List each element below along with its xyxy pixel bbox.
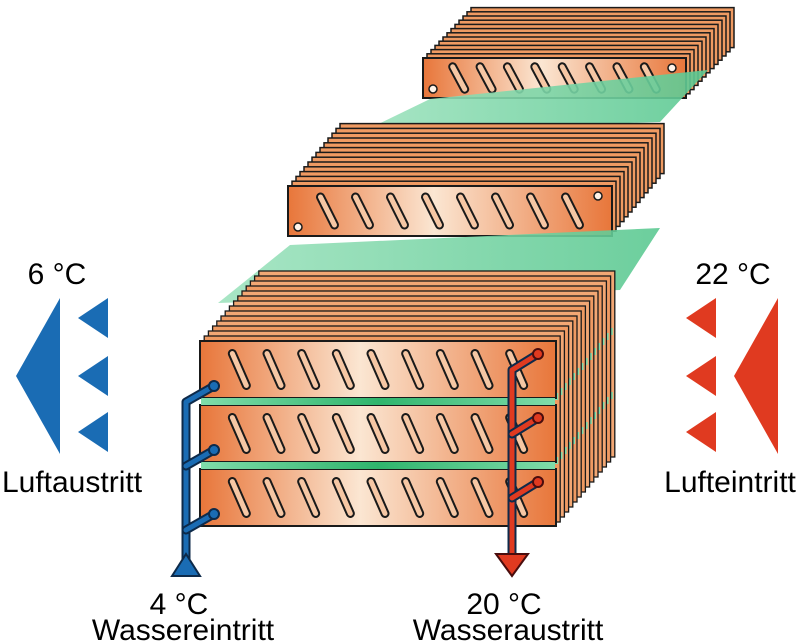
pipe-joint xyxy=(208,444,220,456)
tube-slot-fill xyxy=(318,194,337,228)
mount-hole xyxy=(293,222,303,232)
tube-slot-fill xyxy=(333,351,353,388)
tube-slot-fill xyxy=(368,415,388,452)
air-outlet-arrow-icon xyxy=(78,356,108,396)
tube-slot-fill xyxy=(388,194,407,228)
tube-slot-fill xyxy=(532,64,550,92)
fin-strip xyxy=(201,398,555,405)
tube-slot-fill xyxy=(493,194,512,228)
pipe-joint xyxy=(208,380,220,392)
tube-slot-fill xyxy=(437,479,457,516)
copper-plate xyxy=(199,468,557,527)
air-inlet-arrow-icon xyxy=(686,356,716,396)
fin-sheet xyxy=(362,70,708,132)
cold-water-manifold xyxy=(170,380,220,577)
air-outlet-temperature: 6 °C xyxy=(27,258,87,291)
tube-slot-fill xyxy=(472,351,492,388)
tube-slot-fill xyxy=(264,351,284,388)
air-outlet-arrow-icon xyxy=(78,298,108,338)
mount-hole xyxy=(428,84,438,94)
tube-slot-fill xyxy=(229,351,249,388)
air-outlet-label: Luftaustritt xyxy=(1,466,143,499)
pipe-joint xyxy=(532,476,544,488)
pipe-joint xyxy=(532,348,544,360)
pipe-joint xyxy=(532,412,544,424)
water-inlet-arrow-icon xyxy=(170,552,202,577)
tube-slot-fill xyxy=(353,194,372,228)
air-outlet-arrows xyxy=(16,298,108,454)
air-outlet-arrow-icon xyxy=(78,412,108,452)
tube-slot-fill xyxy=(368,479,388,516)
tube-slot-fill xyxy=(423,194,442,228)
tube-slot-fill xyxy=(368,351,388,388)
air-inlet-arrow-icon xyxy=(686,298,716,338)
middle-plate-stack xyxy=(287,122,665,237)
pipe-joint xyxy=(208,508,220,520)
tube-slot-fill xyxy=(528,194,547,228)
tube-slot-fill xyxy=(472,415,492,452)
air-inlet-label: Lufteintritt xyxy=(664,466,796,499)
tube-slot-fill xyxy=(333,415,353,452)
lower-plate-stack xyxy=(199,270,616,527)
tube-slot-fill xyxy=(333,479,353,516)
tube-slot-fill xyxy=(450,64,468,92)
mount-hole xyxy=(667,63,677,73)
tube-slot-fill xyxy=(477,64,495,92)
tube-slot-fill xyxy=(563,194,582,228)
tube-slot-fill xyxy=(264,415,284,452)
water-outlet-label: Wasseraustritt xyxy=(412,614,604,644)
air-outlet-arrow-icon xyxy=(16,298,60,454)
tube-slot-fill xyxy=(264,479,284,516)
tube-slot-fill xyxy=(403,415,423,452)
copper-plate xyxy=(287,185,613,237)
green-fin-sheet xyxy=(362,70,708,132)
tube-slot-fill xyxy=(458,194,477,228)
tube-slot-fill xyxy=(229,479,249,516)
air-inlet-arrow-icon xyxy=(734,298,778,454)
tube-slot-fill xyxy=(299,351,319,388)
mount-hole xyxy=(593,191,603,201)
warm-water-manifold xyxy=(494,348,544,578)
fin-strip xyxy=(201,462,555,469)
water-outlet-temperature: 20 °C xyxy=(466,588,542,621)
tube-slot-fill xyxy=(437,351,457,388)
water-inlet-label: Wassereintritt xyxy=(91,614,275,644)
water-inlet-temperature: 4 °C xyxy=(149,588,209,621)
pipe xyxy=(183,383,217,563)
air-inlet-temperature: 22 °C xyxy=(695,258,771,291)
tube-slot-fill xyxy=(299,415,319,452)
tube-slot-fill xyxy=(299,479,319,516)
tube-slot-fill xyxy=(504,64,522,92)
air-inlet-arrow-icon xyxy=(686,412,716,452)
tube-slot-fill xyxy=(437,415,457,452)
tube-slot-fill xyxy=(403,479,423,516)
tube-slot-fill xyxy=(403,351,423,388)
water-outlet-arrow-icon xyxy=(494,553,530,578)
air-inlet-arrows xyxy=(686,298,778,454)
tube-slot-fill xyxy=(229,415,249,452)
tube-slot-fill xyxy=(472,479,492,516)
